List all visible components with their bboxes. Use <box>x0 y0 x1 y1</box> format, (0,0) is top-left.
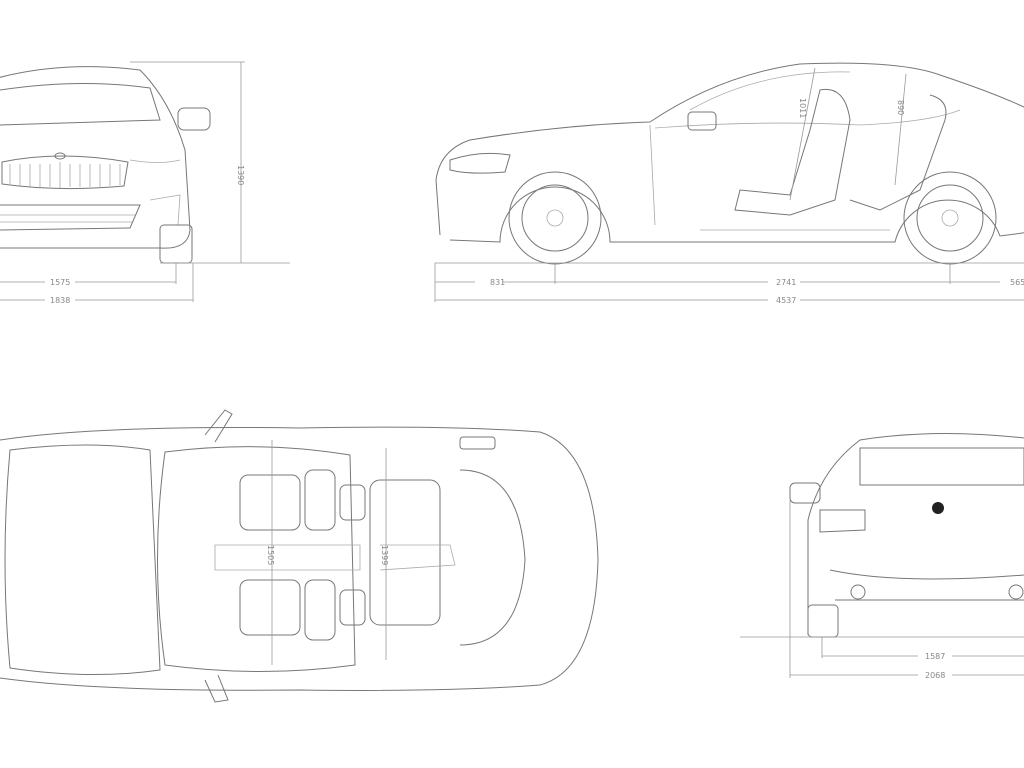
side-view: 1011 890 831 2741 565 4537 <box>434 62 1024 305</box>
front-overhang-label: 831 <box>490 278 505 287</box>
front-track-label: 1575 <box>50 278 70 287</box>
rear-headroom-label: 890 <box>896 100 905 115</box>
front-view: 1390 1575 1838 <box>0 61 290 305</box>
front-height-label: 1390 <box>236 165 245 185</box>
length-label: 4537 <box>776 296 796 305</box>
front-headroom-label: 1011 <box>798 98 807 118</box>
rear-shoulder-label: 1399 <box>380 545 389 565</box>
rear-width-label: 2068 <box>925 671 945 680</box>
rear-track-label: 1587 <box>925 652 945 661</box>
wheelbase-label: 2741 <box>776 278 796 287</box>
top-view: 1505 1399 <box>0 409 599 703</box>
rear-overhang-label: 565 <box>1010 278 1024 287</box>
rear-view: 1587 2068 <box>740 432 1024 680</box>
front-width-label: 1838 <box>50 296 70 305</box>
front-shoulder-label: 1505 <box>266 545 275 565</box>
